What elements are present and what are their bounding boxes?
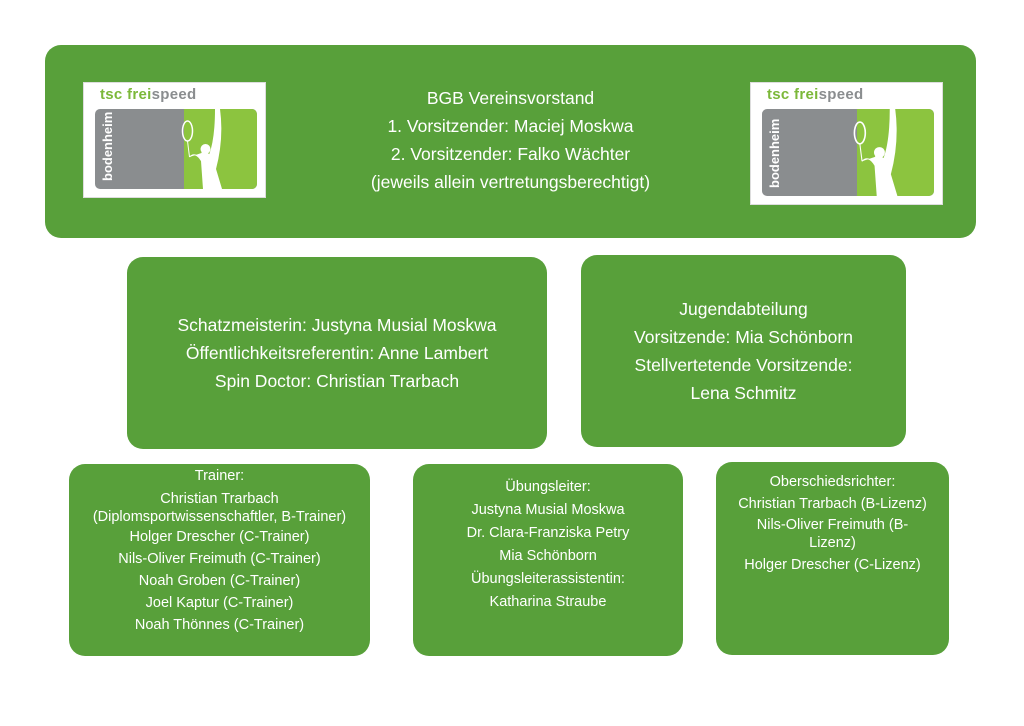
youth-line: Lena Schmitz	[690, 383, 797, 403]
board-line: (jeweils allein vertretungsberechtigt)	[370, 171, 651, 192]
board-title: BGB Vereinsvorstand	[426, 87, 595, 108]
board-line: 2. Vorsitzender: Falko Wächter	[390, 143, 631, 164]
trainer-line: Noah Thönnes (C-Trainer)	[134, 617, 305, 633]
tennis-player-icon	[181, 109, 222, 189]
referee-line: Lizenz)	[809, 535, 856, 551]
youth-title: Jugendabteilung	[679, 299, 808, 319]
instructor-line: Justyna Musial Moskwa	[471, 502, 625, 518]
trainer-line: Nils-Oliver Freimuth (C-Trainer)	[118, 551, 321, 567]
youth-line: Vorsitzende: Mia Schönborn	[634, 327, 853, 347]
referee-line: Holger Drescher (C-Lizenz)	[744, 557, 921, 573]
club-logo-left: tsc freispeed bodenheim	[83, 82, 266, 198]
trainer-line: Holger Drescher (C-Trainer)	[129, 529, 310, 545]
referee-line: Nils-Oliver Freimuth (B-	[756, 517, 909, 533]
trainer-box: Trainer: Christian Trarbach (Diplomsport…	[69, 464, 370, 656]
officer-line: Spin Doctor: Christian Trarbach	[214, 371, 460, 391]
instructor-line: Mia Schönborn	[499, 548, 597, 564]
instructor-line: Dr. Clara-Franziska Petry	[466, 525, 630, 541]
instructor-line: Katharina Straube	[489, 594, 607, 610]
trainer-line: Noah Groben (C-Trainer)	[138, 573, 301, 589]
referees-title: Oberschiedsrichter:	[769, 474, 896, 490]
instructor-line: Übungsleiterassistentin:	[471, 571, 625, 587]
board-line: 1. Vorsitzender: Maciej Moskwa	[387, 115, 634, 136]
referee-line: Christian Trarbach (B-Lizenz)	[738, 496, 927, 512]
instructors-title: Übungsleiter:	[505, 479, 591, 495]
trainer-title: Trainer:	[194, 468, 245, 484]
tennis-player-icon	[853, 109, 898, 196]
officer-line: Öffentlichkeitsreferentin: Anne Lambert	[185, 343, 489, 363]
trainer-line: (Diplomsportwissenschaftler, B-Trainer)	[92, 509, 347, 525]
officer-line: Schatzmeisterin: Justyna Musial Moskwa	[177, 315, 497, 335]
youth-box: Jugendabteilung Vorsitzende: Mia Schönbo…	[581, 255, 906, 447]
instructors-box: Übungsleiter: Justyna Musial Moskwa Dr. …	[413, 464, 683, 656]
trainer-line: Joel Kaptur (C-Trainer)	[145, 595, 294, 611]
club-logo-right: tsc freispeed bodenheim	[750, 82, 943, 205]
referees-box: Oberschiedsrichter: Christian Trarbach (…	[716, 462, 949, 655]
officers-box: Schatzmeisterin: Justyna Musial Moskwa Ö…	[127, 257, 547, 449]
trainer-line: Christian Trarbach	[160, 491, 279, 507]
youth-line: Stellvertetende Vorsitzende:	[634, 355, 853, 375]
